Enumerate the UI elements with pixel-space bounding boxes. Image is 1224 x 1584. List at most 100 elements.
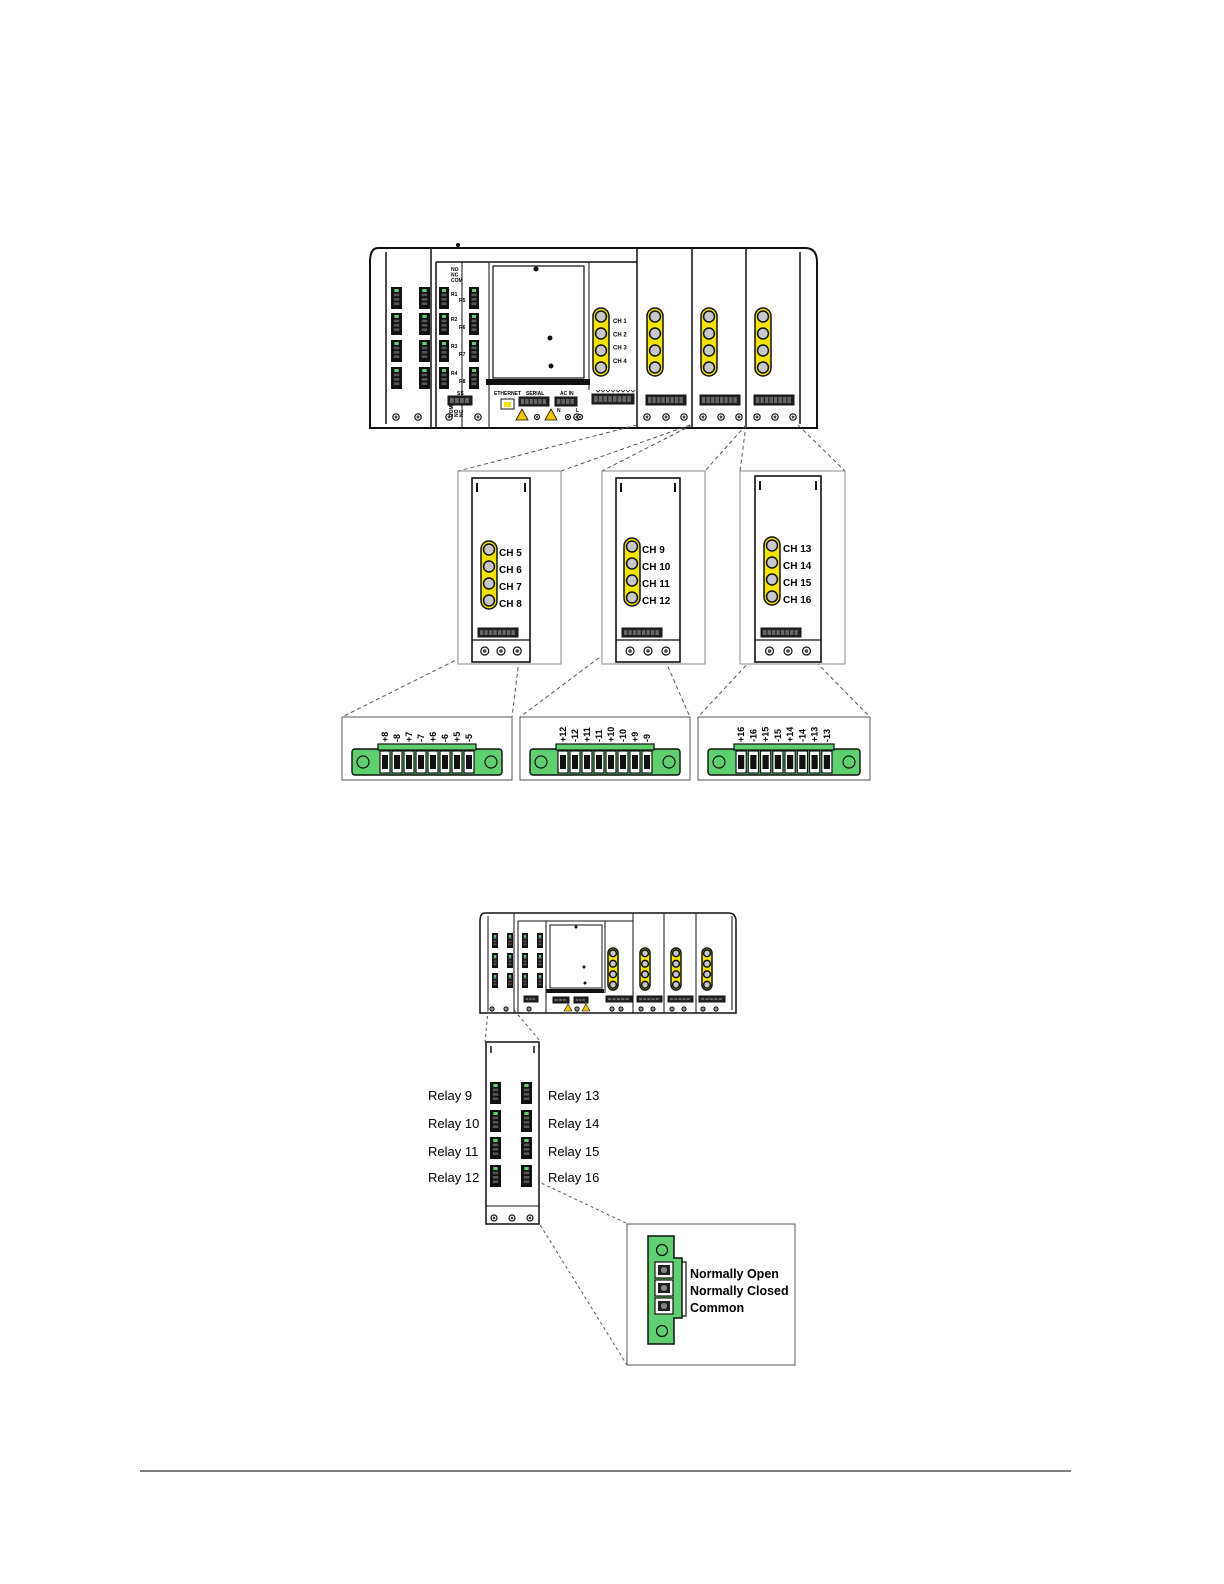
- channel-label: CH 5: [499, 548, 522, 559]
- channel-led-stack: [623, 537, 641, 607]
- channel-led-icon: [625, 574, 639, 587]
- mount-hole-icon: [842, 755, 856, 769]
- relay-connector-icon: [537, 933, 543, 948]
- channel-led-icon: [608, 949, 618, 958]
- relay-connector-icon: [391, 313, 402, 335]
- terminal-pin-label: +10: [606, 727, 616, 742]
- relay-connector-icon: [492, 933, 498, 948]
- relay-connector-icon: [521, 1110, 532, 1132]
- terminal-pin-label: +16: [736, 727, 746, 742]
- terminal-pin-label: -12: [570, 729, 580, 742]
- channel-label: CH 12: [642, 596, 671, 607]
- relay-connector-icon: [439, 313, 449, 335]
- relay-connector-icon: [469, 287, 479, 309]
- channel-led-icon: [625, 591, 639, 604]
- relay-connector-icon: [391, 287, 402, 309]
- channel-led-icon: [756, 361, 770, 374]
- channel-led-icon: [648, 310, 662, 323]
- terminal-pin-label: +14: [785, 727, 795, 742]
- contact-label: Normally Open: [690, 1267, 779, 1281]
- channel-label: CH 13: [783, 544, 812, 555]
- serial-label: SERIAL: [526, 391, 544, 397]
- channel-led-icon: [765, 556, 779, 569]
- channel-label: CH 9: [642, 545, 665, 556]
- channel-label: CH 2: [613, 332, 627, 338]
- relay-connector-icon: [391, 367, 402, 389]
- relay-label-right: Relay 13: [548, 1088, 599, 1103]
- terminal-pin-label: +6: [428, 732, 438, 742]
- relay-connector-icon: [521, 1165, 532, 1187]
- relay-module: [485, 1041, 540, 1225]
- channel-led-icon: [702, 344, 716, 357]
- channel-led-stack: [763, 536, 781, 606]
- relay-label: R1: [451, 292, 458, 298]
- main-unit-small: [479, 912, 737, 1014]
- relay-connector-icon: [522, 973, 528, 988]
- channel-led-icon: [594, 361, 608, 374]
- ss-pin-label: COM: [449, 405, 455, 417]
- zoom-lines-fig1: [341, 424, 871, 718]
- channel-led-stack: [646, 307, 664, 377]
- channel-led-icon: [482, 577, 496, 590]
- channel-led-icon: [608, 959, 618, 968]
- channel-led-stack: [607, 947, 619, 991]
- relay-connector-icon: [419, 313, 430, 335]
- ac-n-label: N: [557, 408, 561, 414]
- channel-led-icon: [671, 949, 681, 958]
- channel-led-icon: [702, 327, 716, 340]
- mount-hole-icon: [534, 755, 548, 769]
- relay-connector-icon: [439, 287, 449, 309]
- mount-hole-icon: [655, 1243, 669, 1257]
- relay-connector-icon: [490, 1137, 501, 1159]
- channel-led-icon: [671, 970, 681, 979]
- terminal-pin-label: -14: [797, 729, 807, 742]
- channel-led-stack: [480, 540, 498, 610]
- relay-connector-icon: [490, 1165, 501, 1187]
- relay-connector-icon: [492, 973, 498, 988]
- channel-label: CH 14: [783, 561, 812, 572]
- terminal-pin-label: +15: [761, 727, 771, 742]
- channel-led-icon: [756, 344, 770, 357]
- expansion-module-1: CH 5CH 6CH 7CH 8: [457, 470, 562, 665]
- channel-led-icon: [482, 594, 496, 607]
- relay-connector-icon: [419, 367, 430, 389]
- channel-led-icon: [608, 980, 618, 989]
- relay-connector-icon: [507, 953, 513, 968]
- channel-label: CH 15: [783, 578, 812, 589]
- channel-led-icon: [671, 980, 681, 989]
- channel-led-icon: [594, 327, 608, 340]
- relay-header-label: COM: [451, 278, 463, 284]
- channel-led-icon: [765, 590, 779, 603]
- relay-connector-icon: [521, 1137, 532, 1159]
- terminal-pin-label: +7: [404, 732, 414, 742]
- relay-connector-icon: [507, 973, 513, 988]
- relay-label-right: Relay 14: [548, 1116, 599, 1131]
- terminal-block-3: +16-16+15-15+14-14+13-13: [697, 716, 871, 781]
- terminal-pin-label: -9: [642, 734, 652, 742]
- ac-in-label: AC IN: [560, 391, 574, 397]
- channel-label: CH 8: [499, 599, 522, 610]
- mount-hole-icon: [356, 755, 370, 769]
- channel-led-icon: [702, 980, 712, 989]
- relay-connector-icon: [522, 953, 528, 968]
- channel-led-stack: [670, 947, 682, 991]
- channel-led-icon: [765, 573, 779, 586]
- channel-led-icon: [640, 980, 650, 989]
- contact-label: Common: [690, 1301, 744, 1315]
- channel-led-stack: [639, 947, 651, 991]
- channel-led-icon: [594, 344, 608, 357]
- relay-connector-icon: [521, 1082, 532, 1104]
- relay-connector-icon: [522, 933, 528, 948]
- terminal-pin-label: -5: [464, 734, 474, 742]
- channel-led-stack: [701, 947, 713, 991]
- relay-connector-icon: [439, 340, 449, 362]
- channel-label: CH 7: [499, 582, 522, 593]
- channel-led-icon: [482, 543, 496, 556]
- channel-led-icon: [702, 959, 712, 968]
- channel-label: CH 1: [613, 319, 627, 325]
- terminal-pin-label: -15: [773, 729, 783, 742]
- channel-label: CH 10: [642, 562, 671, 573]
